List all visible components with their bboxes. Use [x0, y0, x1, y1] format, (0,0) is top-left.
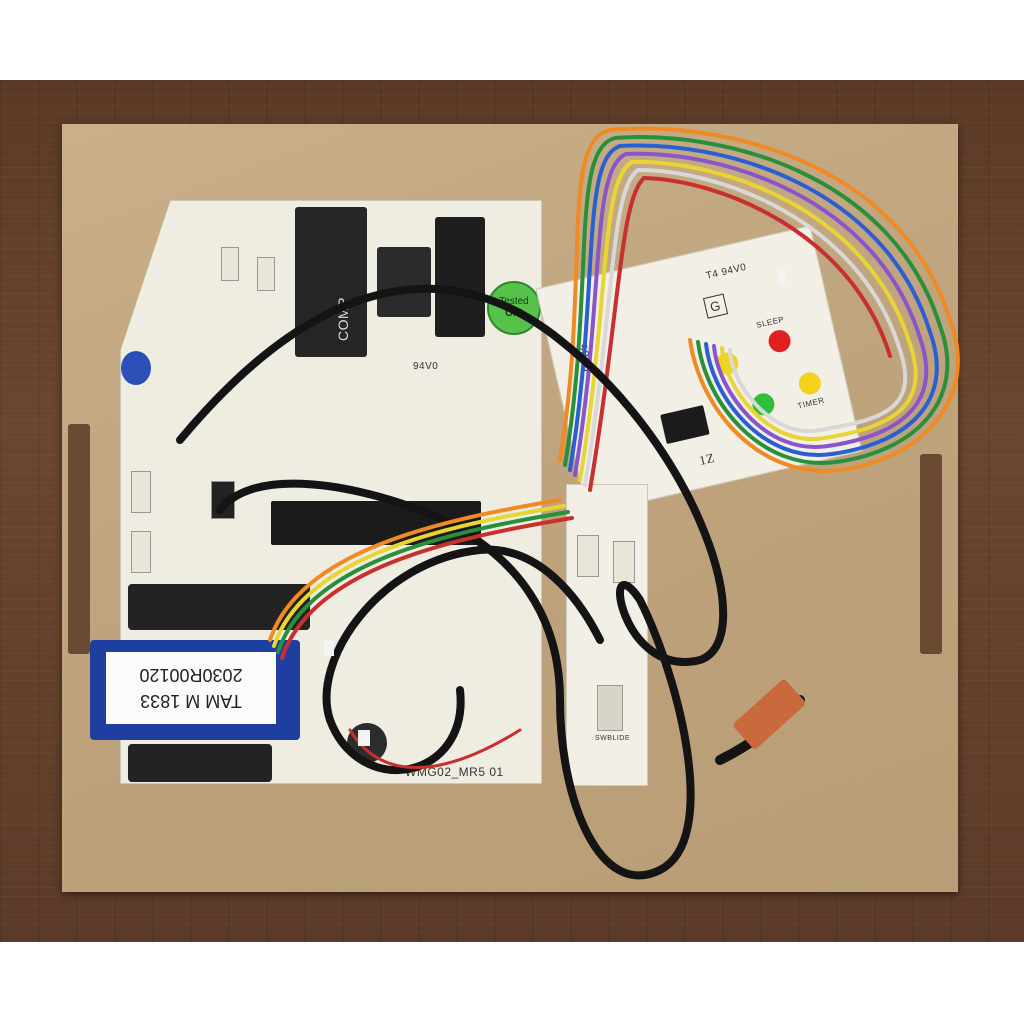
connector — [131, 471, 151, 513]
wire-harness-red — [280, 516, 574, 660]
wire-harness-green — [276, 510, 570, 654]
capacitor — [121, 351, 151, 385]
secondary-relay — [377, 247, 431, 317]
wire-red — [588, 175, 892, 492]
wire-purple — [573, 151, 929, 477]
wire-black-loop — [176, 284, 727, 880]
transformer: TAM M 1833 2030R00120 — [90, 640, 300, 740]
wire-white — [583, 167, 908, 487]
compressor-relay — [295, 207, 367, 357]
cardboard-slot-right — [920, 454, 942, 654]
board-id-silkscreen: WMG02_MR5 01 — [405, 765, 504, 779]
wire-blue — [568, 143, 939, 472]
copper-temperature-sensor — [733, 679, 806, 749]
connector — [257, 257, 275, 291]
cardboard-slot-left — [68, 424, 90, 654]
rating-silkscreen: 94V0 — [413, 361, 439, 372]
photo: COMP Tested O.K 94V0 WMG02_MR5 01 TAM M … — [0, 80, 1024, 942]
connector — [221, 247, 239, 281]
wire-yellow — [578, 159, 918, 482]
cable-tie — [778, 270, 786, 284]
cable-tie — [358, 730, 370, 746]
cable-tie — [324, 640, 334, 656]
wire-harness-yellow — [272, 504, 566, 648]
transformer-core-bottom — [128, 744, 272, 782]
wire-harness-orange — [268, 498, 562, 642]
wire-orange — [558, 126, 960, 473]
connector — [131, 531, 151, 573]
strip-label: SWBLIDE — [595, 735, 631, 742]
wire-green — [563, 135, 950, 467]
tested-text: Tested — [499, 296, 529, 307]
wiring — [176, 126, 960, 880]
connector — [597, 685, 623, 731]
connector — [577, 535, 599, 577]
fan-relay — [435, 217, 485, 337]
